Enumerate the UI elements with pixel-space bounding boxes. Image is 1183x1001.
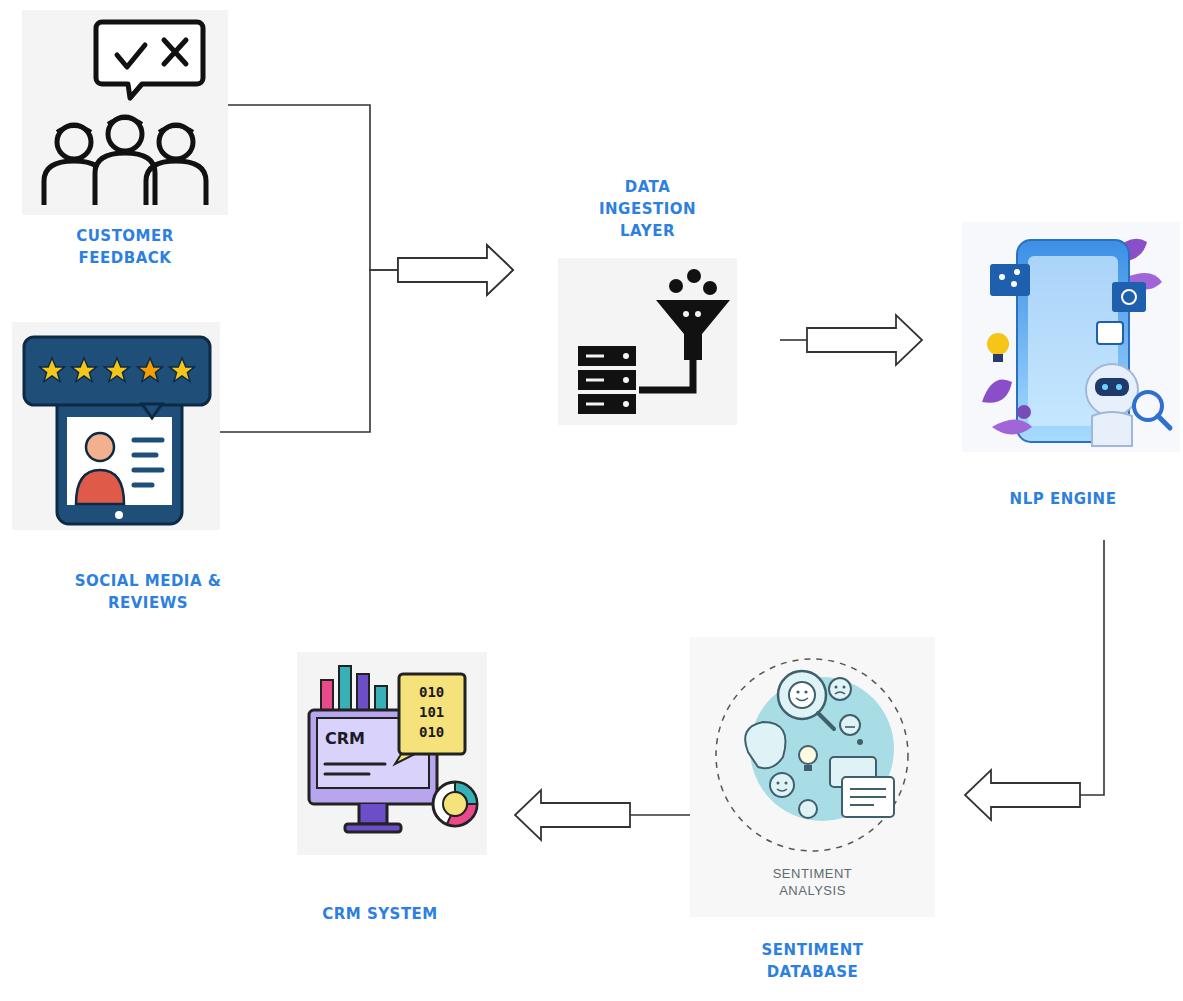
node-caption: DATA INGESTION LAYER <box>588 176 708 242</box>
crm-system-box: CRMCRM SYSTEM010101010 <box>297 652 487 855</box>
flow-connector <box>965 540 1104 820</box>
crm-illustration <box>297 652 487 855</box>
block-arrowhead <box>398 245 513 295</box>
connector-line <box>228 105 398 270</box>
connector-line <box>220 270 398 432</box>
ingestion-box: DATA INGESTION LAYER <box>558 258 737 425</box>
connector-line <box>630 814 690 816</box>
flow-connector <box>780 315 922 365</box>
screen-text: CRM <box>325 730 365 748</box>
node-caption: NLP ENGINE <box>973 488 1153 510</box>
node-caption: CRM SYSTEM <box>295 903 465 925</box>
block-arrowhead <box>807 315 922 365</box>
flow-connector <box>515 790 690 840</box>
flow-connector <box>220 245 513 432</box>
block-arrowhead <box>965 770 1080 820</box>
node-caption: SENTIMENT DATABASE <box>743 939 883 983</box>
social-reviews-icon <box>12 322 220 530</box>
binary-digits: 010 <box>419 724 444 740</box>
review-source: SOCIAL MEDIA & REVIEWS <box>12 322 220 530</box>
feedback-source: CUSTOMER FEEDBACK <box>22 10 228 215</box>
flow-connector <box>228 105 513 295</box>
binary-digits: 101 <box>419 704 444 720</box>
nlp-engine-illustration <box>962 222 1180 452</box>
sentiment-database-box: SENTIMENT ANALYSISSENTIMENT DATABASE <box>690 637 935 917</box>
connector-line <box>1080 540 1104 795</box>
connector-line <box>780 339 807 341</box>
block-arrowhead <box>515 790 630 840</box>
node-caption: SOCIAL MEDIA & REVIEWS <box>63 570 233 614</box>
customer-feedback-icon <box>22 10 228 215</box>
funnel-server-icon <box>558 258 737 425</box>
illustration-text: SENTIMENT ANALYSIS <box>753 865 873 899</box>
block-arrowhead <box>398 245 513 295</box>
binary-digits: 010 <box>419 684 444 700</box>
nlp-engine-box: NLP ENGINE <box>962 222 1180 452</box>
node-caption: CUSTOMER FEEDBACK <box>55 225 195 269</box>
